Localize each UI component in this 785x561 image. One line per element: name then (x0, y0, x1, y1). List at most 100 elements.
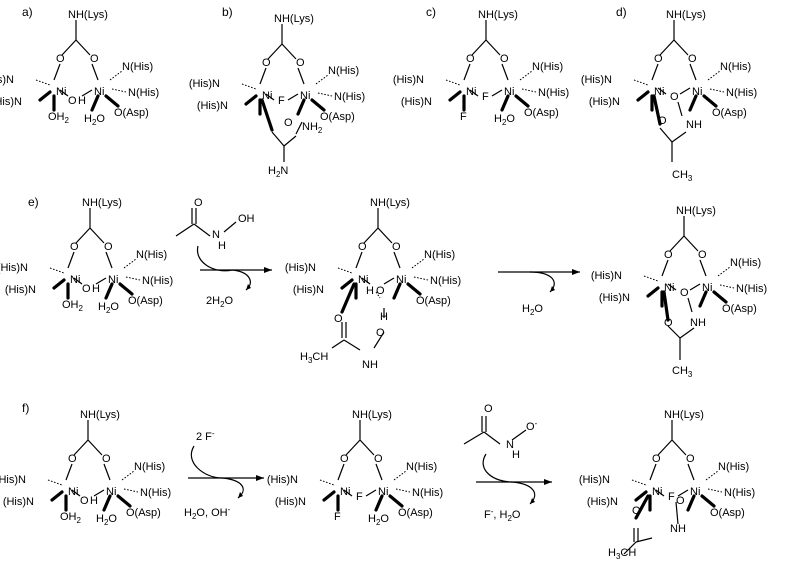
water-o: O (506, 113, 515, 125)
panel-b-structure (240, 22, 334, 162)
water-hydroxide-rest: O, OH (196, 507, 227, 519)
water-label: OH2 (60, 511, 82, 525)
water-label: H2O (84, 113, 105, 127)
fluoride-water-rest: , H (493, 509, 507, 521)
asp-o-label: O(Asp) (722, 303, 757, 315)
bridging-h-label: H (78, 95, 86, 107)
bridging-h-label: H (90, 495, 98, 507)
methyl-label: H3CH (300, 351, 328, 365)
his-n-label: (His)N (591, 270, 622, 282)
his-n-label: N(His) (736, 283, 767, 295)
panel-e-intermediate (331, 206, 430, 351)
his-n-label: (His)N (197, 100, 228, 112)
carboxylate-o-label: O (358, 241, 367, 253)
water-label: H2O (522, 303, 543, 317)
terminal-f-label: F (334, 511, 341, 523)
subscript-3: 3 (688, 174, 693, 183)
ni-label: Ni (262, 90, 272, 102)
carboxylate-o-label: O (466, 53, 475, 65)
urea-h2n-label: H2N (268, 165, 288, 179)
carboxylate-o-label: O (654, 53, 663, 65)
carboxylate-o-label: O (56, 53, 65, 65)
his-n-label: N(His) (134, 461, 165, 473)
superscript-minus: - (212, 429, 215, 438)
asp-o-label: O(Asp) (398, 507, 433, 519)
ni-label: Ni (692, 86, 702, 98)
carboxylate-o-label: O (374, 453, 383, 465)
hydroxamate-o-label: O (658, 115, 667, 127)
bridging-f-label: F (356, 491, 363, 503)
ni-label: Ni (378, 486, 388, 498)
asp-o-label: O(Asp) (524, 107, 559, 119)
asp-o-label: O(Asp) (320, 111, 355, 123)
panel-e-arrow-2 (498, 269, 580, 293)
his-n-label: (His)N (293, 284, 324, 296)
subscript-2: 2 (318, 126, 323, 135)
water-label: H2O (96, 513, 117, 527)
panel-f-arrow-1 (188, 445, 264, 499)
ni-label: Ni (94, 86, 104, 98)
hydroxamate-nh-label: NH (690, 317, 706, 329)
his-n-label: N(His) (538, 87, 569, 99)
hydroxamate-o-label: O (676, 495, 685, 507)
subscript-2: 2 (65, 116, 70, 125)
ni-label: Ni (358, 274, 368, 286)
water-label: H2O (98, 301, 119, 315)
subscript-2: 2 (220, 300, 225, 309)
lys-label: NH(Lys) (676, 205, 716, 217)
panel-a-structure (34, 18, 128, 112)
subscript-2: 2 (502, 118, 507, 127)
water-label: H2O (368, 513, 389, 527)
reagent-o-label: O (194, 197, 203, 209)
carboxylate-o-label: O (296, 57, 305, 69)
subscript-2: 2 (79, 304, 84, 313)
his-n-label: (His)N (0, 96, 22, 108)
subscript-2: 2 (530, 308, 535, 317)
subscript-2: 2 (92, 118, 97, 127)
carbonyl-o-label: O (334, 313, 343, 325)
his-n-label: (His)N (401, 96, 432, 108)
reagent-h-label: H (218, 240, 226, 252)
bridging-h-label: H (92, 283, 100, 295)
ni-label: Ni (466, 86, 476, 98)
his-n-label: N(His) (412, 487, 443, 499)
his-n-label: N(His) (142, 275, 173, 287)
his-n-label: N(His) (532, 61, 563, 73)
lys-label: NH(Lys) (80, 409, 120, 421)
water-label: H2O (494, 113, 515, 127)
bridging-f-label: F (278, 95, 285, 107)
his-n-label: (His)N (0, 262, 28, 274)
methyl-label: H3CH (608, 547, 636, 561)
urea-n: N (280, 165, 288, 177)
ni-label: Ni (56, 86, 66, 98)
his-n-label: N(His) (720, 61, 751, 73)
bridging-f-label: F (668, 491, 675, 503)
panel-e-reagent (175, 208, 237, 237)
panel-e-product (642, 214, 736, 360)
ni-label: Ni (108, 274, 118, 286)
carboxylate-o-label: O (664, 249, 673, 261)
subscript-2: 2 (106, 306, 111, 315)
his-n-label: N(His) (136, 249, 167, 261)
panel-label-d: d) (616, 5, 627, 19)
reagent-n-label: N (506, 439, 514, 451)
carboxylate-o-label: O (686, 453, 695, 465)
his-n-label: N(His) (424, 249, 455, 261)
water-o: O (225, 295, 234, 307)
subscript-2: 2 (104, 518, 109, 527)
bridging-o-label: O (376, 285, 385, 297)
his-n-label: (His)N (5, 284, 36, 296)
lys-label: NH(Lys) (664, 409, 704, 421)
panel-f-start (46, 418, 140, 512)
urea-o-label: O (284, 117, 293, 129)
his-n-label: (His)N (599, 292, 630, 304)
methyl-c: CH (620, 547, 636, 559)
hydroxamate-nh-label: NH (670, 523, 686, 535)
carboxylate-o-label: O (688, 53, 697, 65)
lys-label: NH(Lys) (666, 9, 706, 21)
water-o: O (108, 513, 117, 525)
his-n-label: (His)N (0, 474, 26, 486)
his-n-label: (His)N (589, 96, 620, 108)
panel-label-c: c) (426, 5, 436, 19)
